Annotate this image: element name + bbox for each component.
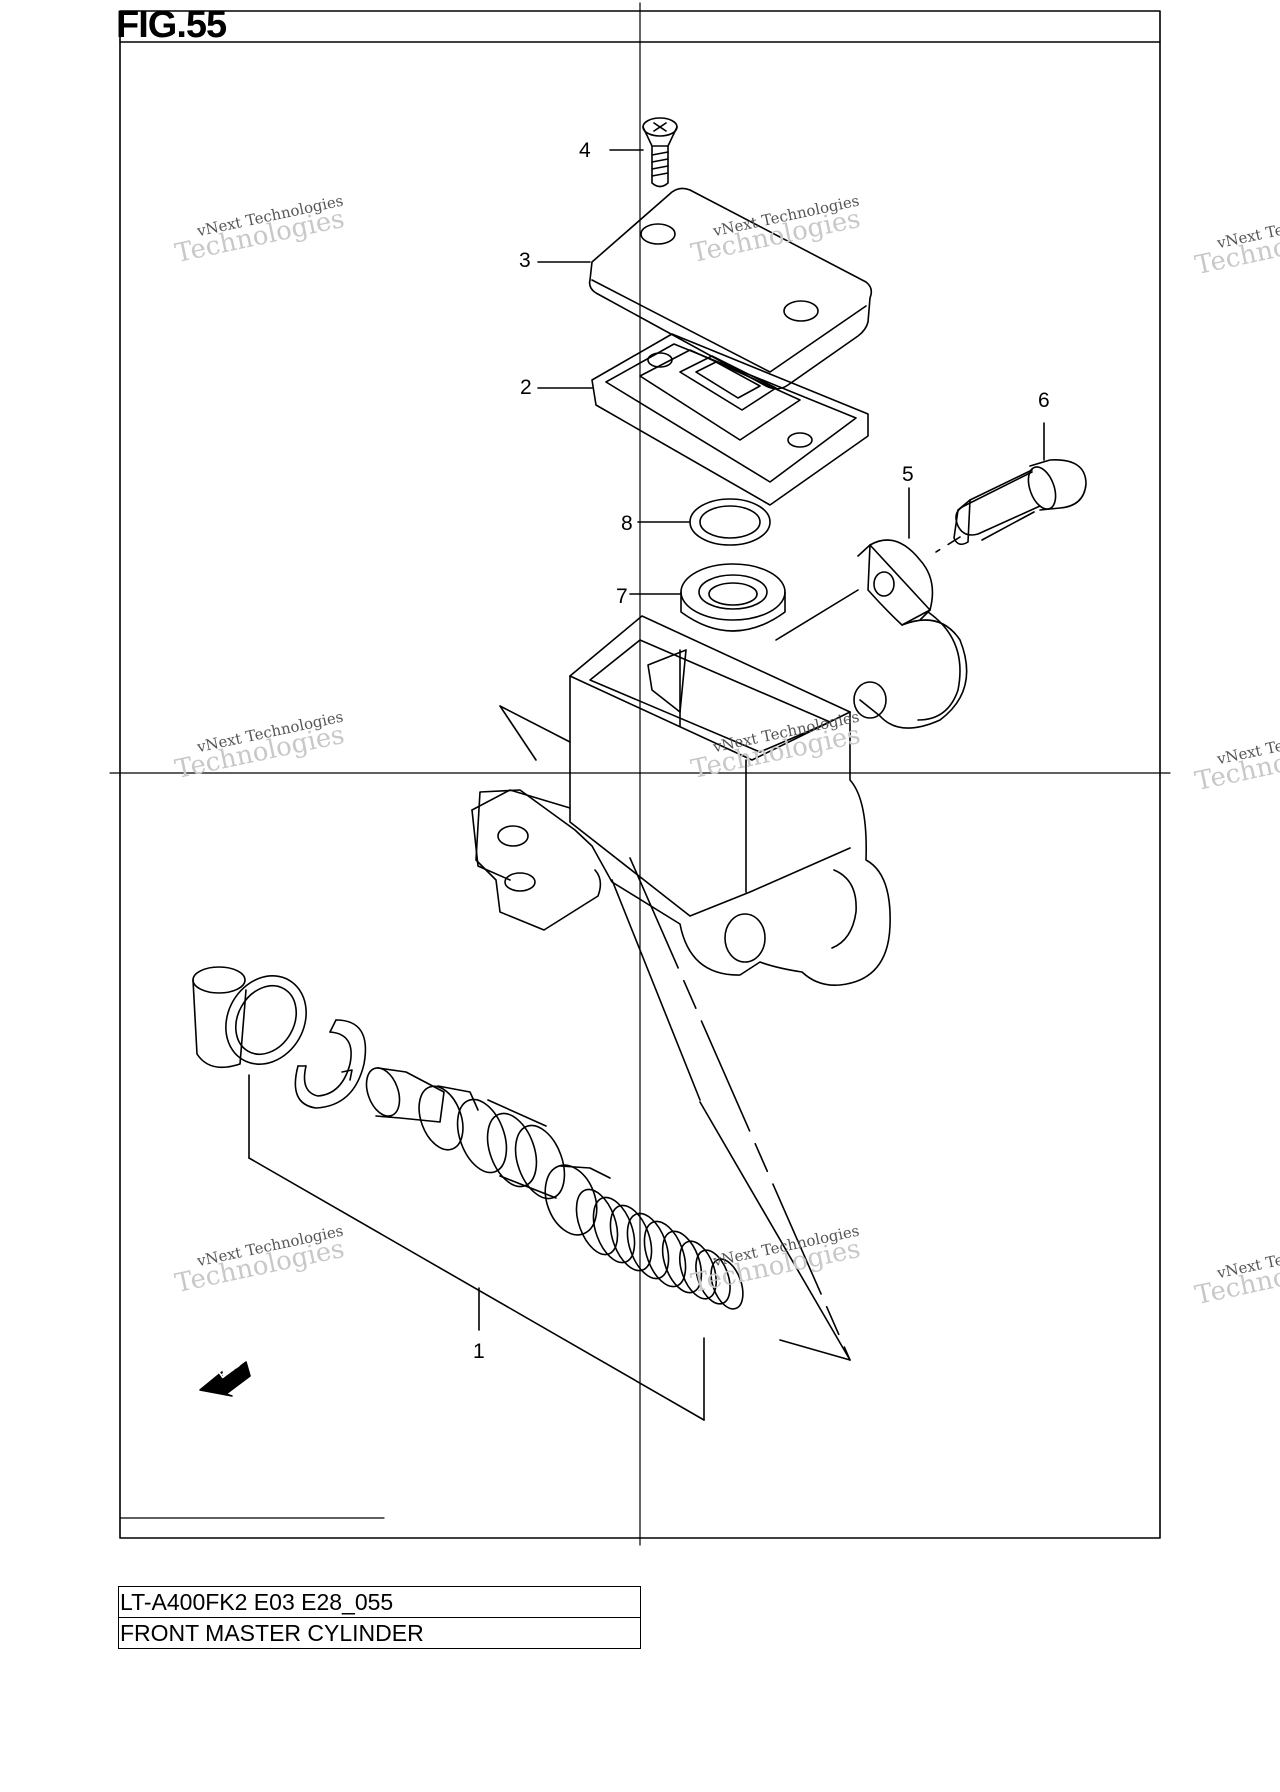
part-6-bolt	[935, 422, 1087, 553]
part-1-piston-cup	[192, 966, 307, 1069]
part-1-piston	[365, 1067, 611, 1236]
title-block-name: FRONT MASTER CYLINDER	[119, 1617, 640, 1648]
figure-title: FIG.55	[116, 4, 227, 46]
callout-3: 3	[519, 249, 531, 272]
callout-2: 2	[520, 376, 532, 399]
title-block: LT-A400FK2 E03 E28_055 FRONT MASTER CYLI…	[118, 1586, 641, 1649]
fwd-arrow-icon	[199, 1361, 251, 1397]
part-8-o-ring	[637, 498, 771, 546]
part-7-bushing	[629, 563, 786, 632]
part-5-clamp	[775, 487, 968, 729]
callout-7: 7	[616, 585, 628, 608]
callout-5: 5	[902, 463, 914, 486]
title-block-code: LT-A400FK2 E03 E28_055	[120, 1589, 394, 1615]
callout-8: 8	[621, 512, 633, 535]
part-2-diaphragm	[537, 333, 869, 506]
part-1-circlip	[294, 1019, 367, 1109]
callout-4: 4	[579, 139, 591, 162]
part-1-spring	[575, 1188, 744, 1310]
callout-1: 1	[473, 1340, 485, 1363]
part-1-assembly-bracket	[248, 1074, 705, 1421]
callout-6: 6	[1038, 389, 1050, 412]
part-1-master-cylinder-body	[471, 615, 891, 1361]
part-4-screw	[609, 117, 678, 188]
part-3-cap	[537, 187, 873, 390]
